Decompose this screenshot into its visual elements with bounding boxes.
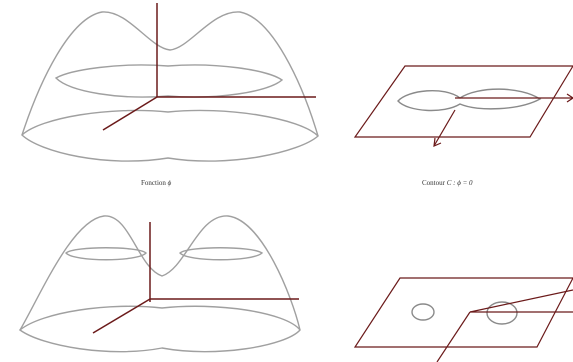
contour-plane-bottom — [353, 277, 573, 362]
plane-top — [353, 65, 573, 138]
plane-y-axis-bottom — [436, 311, 471, 362]
surface-right-peak-contour — [179, 247, 264, 261]
caption-function-label: Fonction — [141, 179, 166, 187]
plane-bottom — [353, 277, 573, 348]
contour-plane-top — [353, 65, 573, 147]
plane-y-arrowhead-top — [433, 137, 442, 147]
surface-base-contour-top — [20, 109, 320, 162]
surface-outline-top — [21, 11, 319, 137]
zero-level-contour-top — [397, 88, 542, 112]
y-axis-top — [102, 96, 158, 131]
surface-base-contour-bottom — [18, 305, 301, 353]
plane-x-arrowhead-top — [566, 93, 573, 103]
axes-top-left — [102, 3, 316, 131]
axes-bottom-left — [92, 222, 299, 334]
caption-contour: Contour C : ϕ = 0 — [422, 179, 473, 187]
surface-outline-bottom — [19, 215, 301, 331]
zero-level-contour-right — [486, 301, 518, 325]
y-axis-bottom — [92, 298, 151, 334]
caption-contour-expression: C : ϕ = 0 — [446, 179, 473, 187]
zero-level-contour-left — [411, 303, 435, 321]
caption-function: Fonction ϕ — [141, 179, 171, 187]
caption-function-symbol: ϕ — [167, 179, 172, 187]
surface-left-peak-contour — [65, 247, 147, 261]
plane-inner-edge-bottom — [469, 289, 573, 313]
surface-mid-contour-top — [54, 64, 284, 98]
surface-phi-top — [20, 11, 320, 162]
caption-contour-label: Contour — [422, 179, 445, 187]
surface-phi-bottom — [18, 215, 301, 353]
plane-y-axis-top — [433, 109, 456, 147]
